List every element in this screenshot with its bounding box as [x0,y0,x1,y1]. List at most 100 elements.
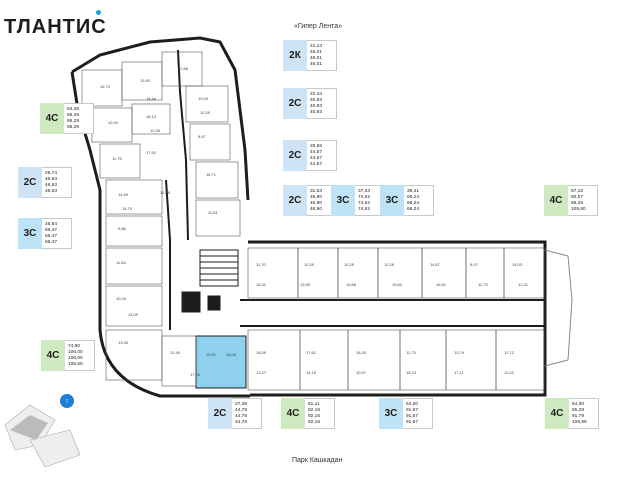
apartment-code: 2С [283,140,307,171]
room-area-label: 10,22 [504,370,515,375]
room-area-label: 11,81 [208,210,218,215]
apartment-area-value: 46,01 [310,49,323,55]
compass-icon: ↑ [60,394,74,408]
room-area-label: 18,30 [356,350,367,355]
room-area-label: 17,92 [146,150,157,155]
apartment-area-value: 105,60 [571,206,586,212]
apartment-area-value: 74,62 [358,200,371,206]
west-wing-outer-wall [70,71,250,398]
apartment-area-value: 96,28 [571,200,584,206]
apartment-area-value: 40,93 [310,103,323,109]
room-area-label: 16,31 [256,282,267,287]
apartment-area-value: 54,38 [67,106,80,112]
room-area-label: 14,67 [430,262,441,267]
apartment-area-value: 66,47 [45,227,58,233]
apartment-area-value: 21,13 [310,43,323,49]
room-area-label: 16,61 [436,282,447,287]
apartment-area-value: 46,90 [310,200,323,206]
room-area-label: 16,05 [226,352,237,357]
room-area-label: 11,75 [112,156,122,161]
room-area-label: 16,71 [206,172,217,177]
apartment-area-value: 106,00 [68,349,83,355]
room-area-label: 15,03 [512,262,523,267]
apartment-code: 3С [18,218,42,249]
apartment-area-value: 40,93 [310,109,323,115]
apartment-area-value: 37,33 [358,188,371,194]
room-area-label: 9,86 [118,226,126,231]
room-area-label: 18,09 [256,350,267,355]
room-area-label: 12,06 [160,190,171,195]
apartment-area-value: 92,16 [308,413,321,419]
room-area-label: 10,97 [356,370,367,375]
apartment-area-value: 46,90 [310,206,323,212]
apartment-area-value: 22,44 [310,91,323,97]
room-area-label: 12,72 [504,350,515,355]
room-area-label: 11,70 [256,262,266,267]
apartment-area-value: 86,29 [67,124,80,130]
apartment-area-value: 44,57 [310,149,323,155]
apartment-area-value: 44,57 [310,155,323,161]
apartment-code: 4С [544,185,568,216]
north-wing-outer-wall [71,36,250,201]
apartment-area-value: 92,16 [308,419,321,425]
room-area-label: 12,31 [518,282,529,287]
apartment-area-value: 66,47 [45,239,58,245]
apartment-area-value: 74,62 [358,206,371,212]
apartment-code: 4С [41,340,65,371]
apartment-area-value: 46,63 [45,188,58,194]
apartment-code: 3С [331,185,355,216]
selected-apartment-2s [195,335,247,389]
apartment-area-value: 27,38 [235,401,248,407]
apartment-area-value: 46,64 [45,221,58,227]
apartment-area-value: 44,78 [235,407,248,413]
apartment-code: 2К [283,40,307,71]
apartment-area-value: 54,20 [406,401,419,407]
room-area-label: 10,00 [198,96,209,101]
apartment-area-value: 46,01 [310,55,323,61]
east-wing-outer-wall [248,240,547,397]
site-minimap [0,385,90,475]
apartment-area-value: 40,93 [310,97,323,103]
room-area-label: 13,79 [454,350,465,355]
apartment-area-value: 106,00 [68,355,83,361]
room-area-label: 11,84 [116,260,126,265]
apartment-code: 2С [208,398,232,429]
room-area-label: 15,91 [206,352,217,357]
room-area-label: 10,26 [116,296,127,301]
apartment-area-value: 46,01 [310,61,323,67]
apartment-code: 4С [40,103,64,134]
apartment-area-value: 38,41 [407,188,420,194]
room-area-label: 13,09 [128,312,139,317]
room-area-label: 17,11 [454,370,464,375]
room-area-label: 12,26 [384,262,395,267]
corridor-wall-upper [177,49,189,241]
room-area-label: 11,73 [406,350,416,355]
apartment-area-value: 31,63 [310,188,323,194]
room-area-label: 6,07 [470,262,478,267]
room-area-label: 12,45 [170,350,181,355]
apartment-area-value: 68,24 [407,200,420,206]
